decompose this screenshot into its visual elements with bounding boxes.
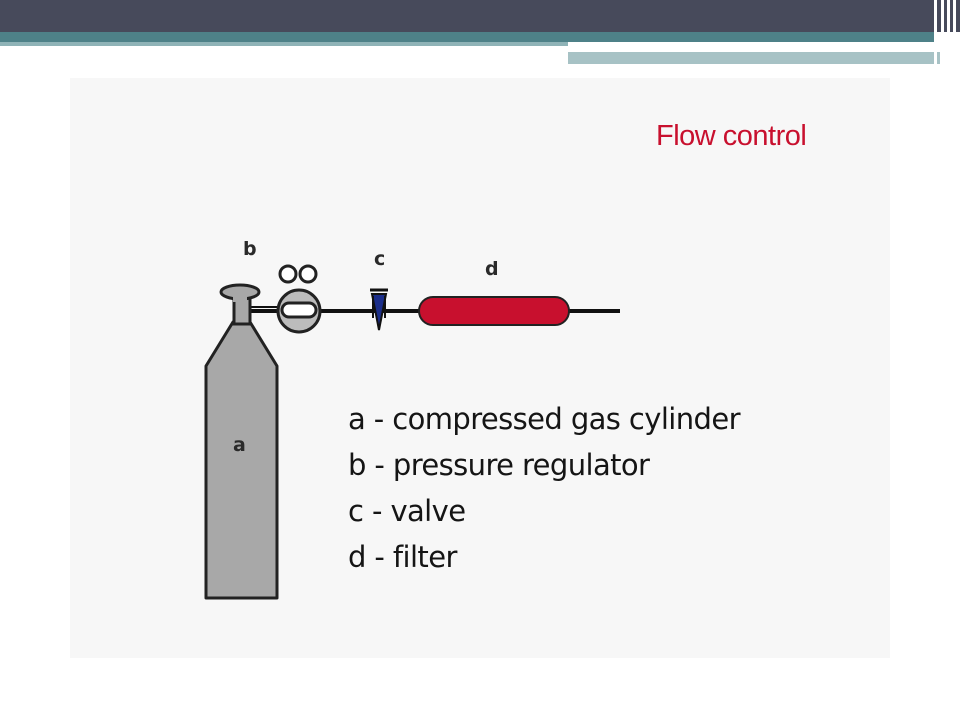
legend-item-cylinder: a - compressed gas cylinder: [348, 402, 741, 436]
regulator-gauge-right: [298, 264, 318, 284]
filter: [418, 296, 570, 326]
cylinder-valve-stem: [233, 296, 247, 302]
valve-body: [370, 293, 388, 331]
header-accent-right: [568, 52, 940, 64]
gas-cylinder: [204, 283, 279, 600]
legend-item-valve: c - valve: [348, 494, 466, 528]
flow-control-figure: Flow control: [70, 78, 890, 658]
header-accent-gap: [568, 50, 888, 52]
legend-item-filter: d - filter: [348, 540, 457, 574]
header-corner-stripes: [932, 0, 960, 64]
regulator-dial: [280, 301, 318, 319]
label-a: a: [233, 434, 246, 456]
header-bar: [0, 0, 960, 32]
header-accent-line: [0, 42, 568, 46]
label-b: b: [243, 238, 257, 260]
legend: a - compressed gas cylinder b - pressure…: [348, 396, 741, 580]
legend-item-regulator: b - pressure regulator: [348, 448, 650, 482]
flow-control-diagram: [204, 264, 620, 600]
label-c: c: [374, 248, 386, 270]
label-d: d: [485, 258, 499, 280]
valve: [370, 288, 388, 331]
regulator-gauge-left: [278, 264, 298, 284]
figure-title: Flow control: [656, 120, 807, 152]
pressure-regulator: [276, 264, 322, 334]
header-accent-band: [0, 32, 935, 42]
filter-body: [418, 296, 570, 326]
